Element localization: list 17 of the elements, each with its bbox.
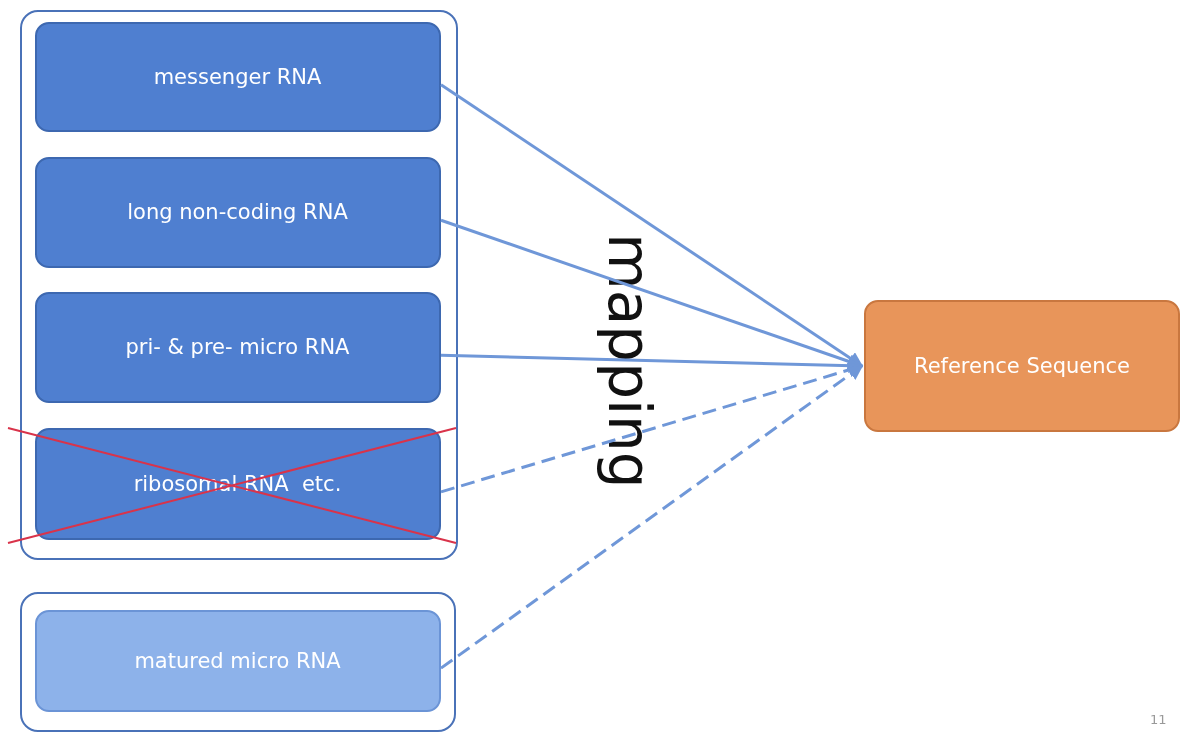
rotated-label: mapping (594, 232, 664, 491)
arrow (440, 364, 864, 670)
node-label: long non-coding RNA (127, 200, 348, 224)
group-frame (20, 592, 456, 732)
process-box (34, 21, 441, 132)
node-label: matured micro RNA (134, 648, 341, 673)
node-label: Reference Sequence (914, 354, 1130, 378)
target-box (864, 300, 1180, 432)
page-number: 11 (1150, 712, 1168, 729)
arrow (440, 218, 864, 369)
arrow (440, 353, 864, 374)
node-label: messenger RNA (153, 64, 322, 89)
process-box (34, 609, 441, 712)
process-box (34, 291, 441, 403)
node-label: pri- & pre- micro RNA (125, 335, 350, 359)
group-frame (20, 10, 458, 560)
process-box (34, 156, 441, 268)
